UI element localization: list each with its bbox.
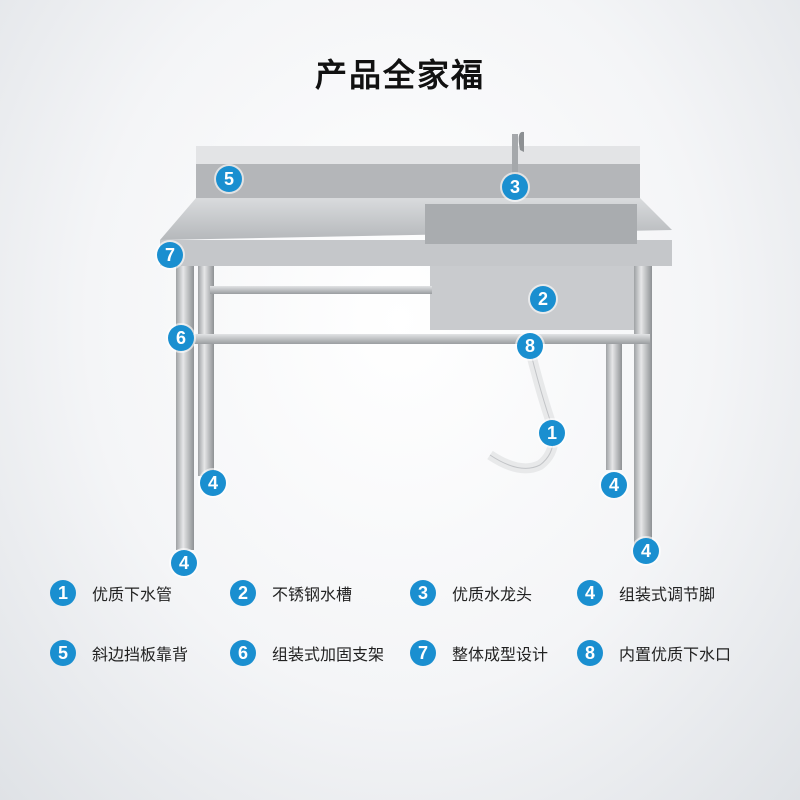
backsplash-top [196,146,640,164]
legend-number: 5 [50,640,76,666]
legend-item: 2 不锈钢水槽 [230,580,352,606]
marker-3: 3 [502,174,528,200]
legend-number: 4 [577,580,603,606]
legend-label: 不锈钢水槽 [272,585,353,604]
legend-label: 斜边挡板靠背 [92,645,189,664]
marker-4: 4 [633,538,659,564]
faucet [518,131,524,152]
legend-item: 4 组装式调节脚 [577,580,715,606]
drain-hose [487,348,559,474]
legend-number: 7 [410,640,436,666]
leg [634,266,652,546]
marker-8: 8 [517,333,543,359]
legend-number: 2 [230,580,256,606]
leg [198,266,214,476]
leg [606,340,622,470]
marker-5: 5 [216,166,242,192]
marker-6: 6 [168,325,194,351]
legend-item: 1 优质下水管 [50,580,172,606]
leg [176,266,194,550]
legend-label: 内置优质下水口 [619,645,732,664]
marker-1: 1 [539,420,565,446]
legend-number: 8 [577,640,603,666]
legend-label: 组装式加固支架 [272,645,385,664]
crossbar [180,334,650,344]
legend-label: 优质水龙头 [452,585,533,604]
legend-number: 3 [410,580,436,606]
basin [425,204,637,244]
legend-item: 3 优质水龙头 [410,580,532,606]
legend-label: 整体成型设计 [452,645,549,664]
marker-4: 4 [601,472,627,498]
marker-2: 2 [530,286,556,312]
page-title: 产品全家福 [314,56,485,94]
marker-4: 4 [200,470,226,496]
legend-item: 8 内置优质下水口 [577,640,731,666]
marker-7: 7 [157,242,183,268]
legend-number: 6 [230,640,256,666]
legend-item: 5 斜边挡板靠背 [50,640,188,666]
backsplash [196,164,640,198]
crossbar [210,286,432,294]
countertop-edge [160,240,672,266]
legend-label: 优质下水管 [92,585,173,604]
legend-item: 6 组装式加固支架 [230,640,384,666]
legend-number: 1 [50,580,76,606]
legend-item: 7 整体成型设计 [410,640,548,666]
legend-label: 组装式调节脚 [619,585,716,604]
marker-4: 4 [171,550,197,576]
